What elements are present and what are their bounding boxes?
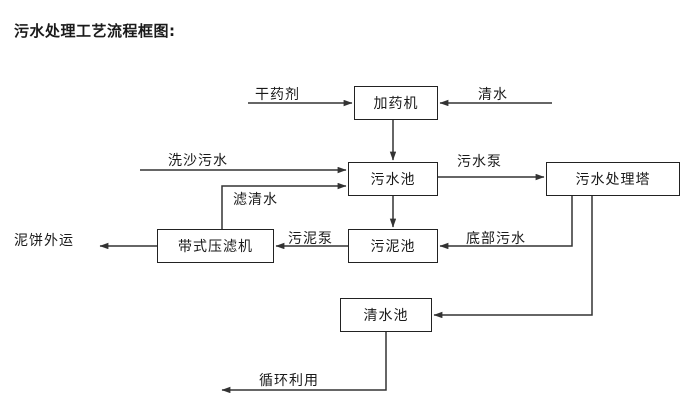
node-belt-filter-press[interactable]: 带式压滤机 bbox=[157, 229, 274, 263]
node-label: 污水池 bbox=[370, 172, 416, 188]
node-label: 污水处理塔 bbox=[575, 172, 651, 188]
edge-label-sand-wash-sewage: 洗沙污水 bbox=[168, 153, 228, 169]
edge-tower-to-clear-water-pool bbox=[433, 196, 593, 319]
edge-filtrate-to-sewage-pool bbox=[221, 182, 347, 229]
node-dosing-machine[interactable]: 加药机 bbox=[354, 86, 438, 120]
node-sludge-pool[interactable]: 污泥池 bbox=[348, 229, 438, 263]
edge-label-sewage-pump: 污水泵 bbox=[457, 154, 502, 170]
node-label: 带式压滤机 bbox=[178, 239, 253, 255]
edge-label-filtrate-water: 滤清水 bbox=[233, 192, 278, 208]
node-clear-water-pool[interactable]: 清水池 bbox=[340, 298, 432, 332]
node-label: 清水池 bbox=[363, 308, 409, 324]
edge-clear-water-to-recycle bbox=[221, 332, 387, 394]
edge-label-sludge-pump: 污泥泵 bbox=[288, 231, 333, 247]
node-label: 加药机 bbox=[373, 96, 419, 112]
terminal-label-mud-cake-out: 泥饼外运 bbox=[14, 233, 74, 249]
node-sewage-pool[interactable]: 污水池 bbox=[348, 162, 438, 196]
edge-label-clean-water: 清水 bbox=[478, 87, 508, 103]
page-title: 污水处理工艺流程框图: bbox=[14, 22, 176, 40]
edge-label-dry-reagent: 干药剂 bbox=[255, 87, 300, 103]
edge-label-recycle-use: 循环利用 bbox=[259, 373, 319, 389]
node-label: 污泥池 bbox=[370, 239, 416, 255]
edge-label-bottom-sewage: 底部污水 bbox=[466, 231, 526, 247]
edge-tower-to-sludge-pool bbox=[439, 196, 573, 250]
node-treatment-tower[interactable]: 污水处理塔 bbox=[546, 162, 680, 196]
